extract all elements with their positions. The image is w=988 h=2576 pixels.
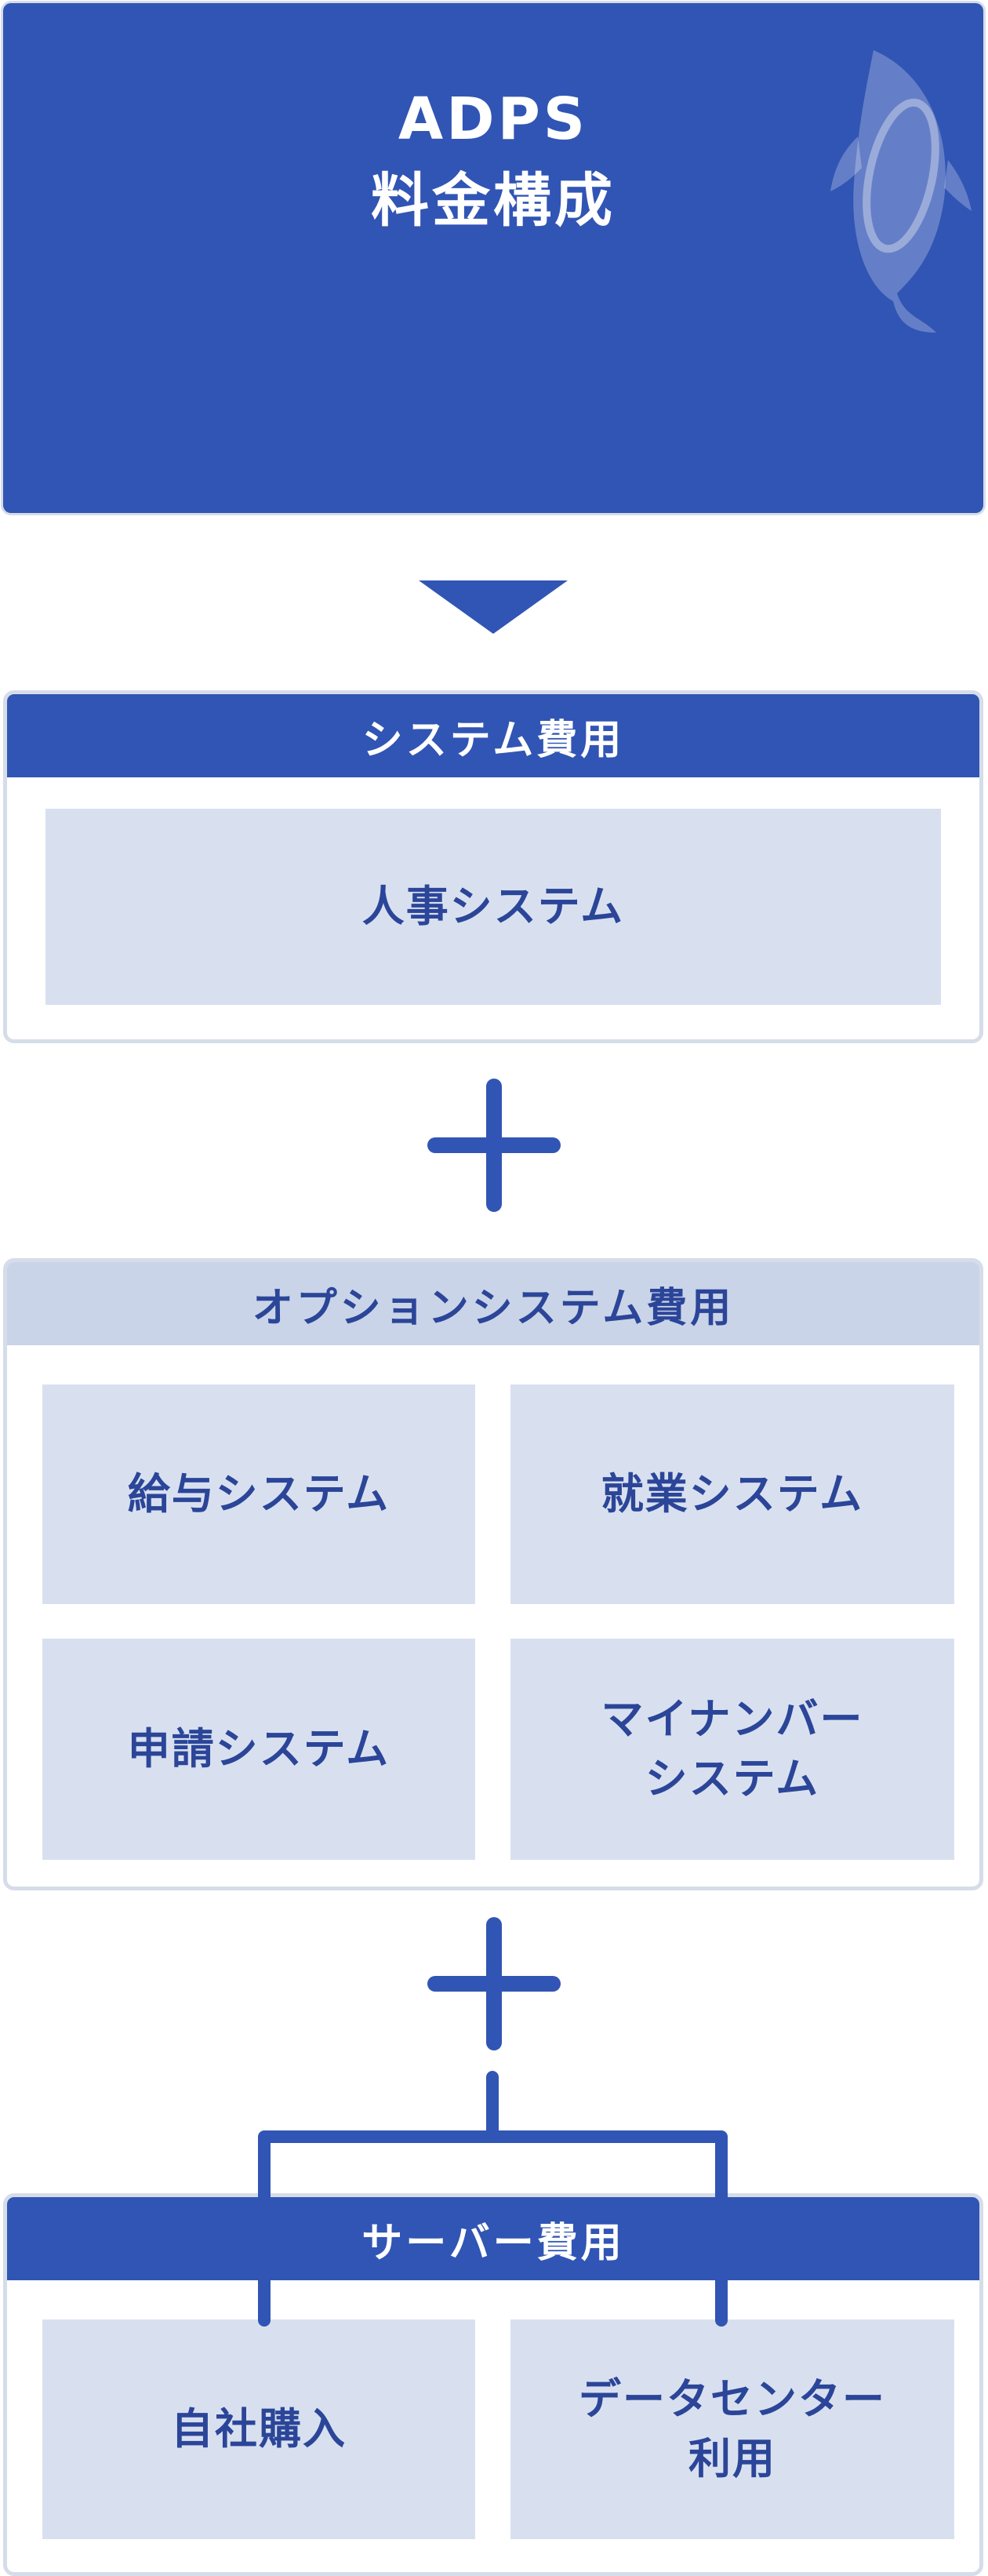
payroll-system-cell: 給与システム [42,1384,475,1604]
hr-system-cell: 人事システム [45,809,941,1005]
plus-icon [427,1079,561,1212]
self-purchase-cell: 自社購入 [42,2319,475,2539]
whale-logo-icon [830,50,972,333]
mynumber-system-cell: マイナンバー システム [510,1639,954,1860]
option-fee-panel: オプションシステム費用 給与システム 就業システム 申請システム マイナンバー … [3,1258,983,1890]
attendance-system-cell: 就業システム [510,1384,954,1604]
hero-banner: ADPS 料金構成 [3,3,983,513]
system-fee-panel: システム費用 人事システム [3,690,983,1043]
option-fee-header: オプションシステム費用 [7,1262,979,1345]
hero-title-line1: ADPS [398,86,589,153]
server-fee-panel: サーバー費用 自社購入 データセンター 利用 [3,2193,983,2576]
server-fee-header: サーバー費用 [7,2197,979,2280]
system-fee-header: システム費用 [7,694,979,777]
hero-title: ADPS 料金構成 [3,78,983,242]
hero-title-line2: 料金構成 [371,167,616,235]
plus-icon [427,1917,561,2050]
arrow-down-icon [419,580,568,634]
application-system-cell: 申請システム [42,1639,475,1860]
datacenter-cell: データセンター 利用 [510,2319,954,2539]
